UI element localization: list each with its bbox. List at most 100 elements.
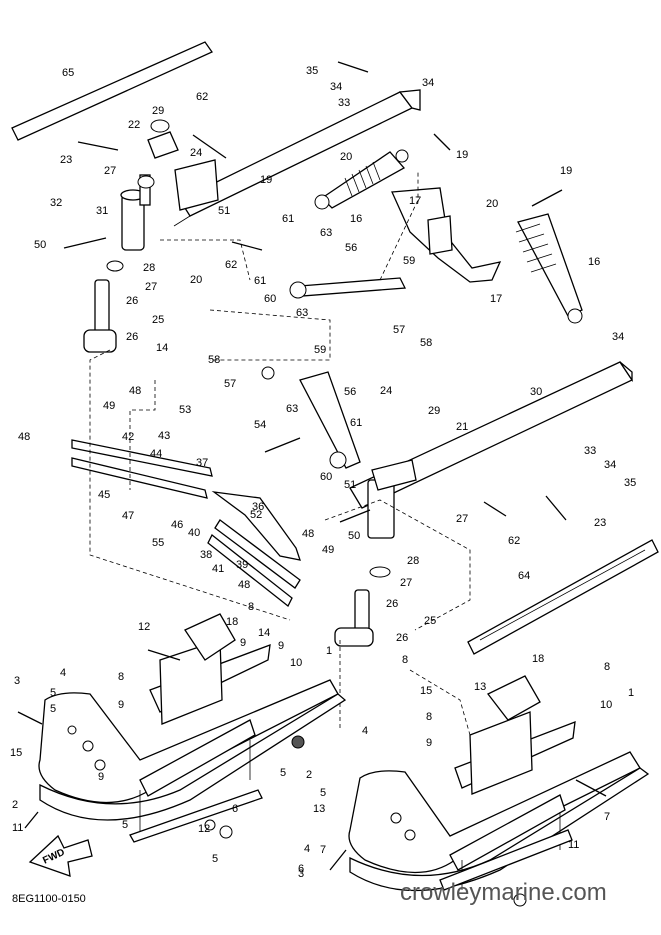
callout-54: 54 bbox=[254, 419, 266, 431]
callout-48: 48 bbox=[302, 528, 314, 540]
callout-38: 38 bbox=[200, 549, 212, 561]
callout-2: 2 bbox=[306, 769, 312, 781]
callout-60: 60 bbox=[320, 471, 332, 483]
callout-58: 58 bbox=[208, 354, 220, 366]
ski-right bbox=[348, 675, 650, 907]
shock-absorber-upper-left bbox=[314, 149, 409, 210]
callout-10: 10 bbox=[290, 657, 302, 669]
callout-8: 8 bbox=[118, 671, 124, 683]
callout-62: 62 bbox=[508, 535, 520, 547]
callout-46: 46 bbox=[171, 519, 183, 531]
callout-13: 13 bbox=[313, 803, 325, 815]
callout-11: 11 bbox=[12, 822, 23, 834]
bolts bbox=[17, 61, 607, 871]
callout-61: 61 bbox=[282, 213, 294, 225]
callout-49: 49 bbox=[322, 544, 334, 556]
callout-43: 43 bbox=[158, 430, 170, 442]
callout-14: 14 bbox=[156, 342, 168, 354]
callout-8: 8 bbox=[604, 661, 610, 673]
callout-19: 19 bbox=[456, 149, 468, 161]
callout-55: 55 bbox=[152, 537, 164, 549]
callout-37: 37 bbox=[196, 457, 208, 469]
radius-rods bbox=[71, 439, 301, 608]
callout-58: 58 bbox=[420, 337, 432, 349]
callout-62: 62 bbox=[196, 91, 208, 103]
callout-20: 20 bbox=[190, 274, 202, 286]
callout-26: 26 bbox=[386, 598, 398, 610]
callout-39: 39 bbox=[236, 559, 248, 571]
callout-16: 16 bbox=[588, 256, 600, 268]
callout-57: 57 bbox=[224, 378, 236, 390]
callout-18: 18 bbox=[226, 616, 238, 628]
callout-12: 12 bbox=[138, 621, 150, 633]
callout-44: 44 bbox=[150, 448, 162, 460]
callout-22: 22 bbox=[128, 119, 140, 131]
callout-32: 32 bbox=[50, 197, 62, 209]
callout-25: 25 bbox=[152, 314, 164, 326]
callout-63: 63 bbox=[320, 227, 332, 239]
callout-10: 10 bbox=[600, 699, 612, 711]
callout-48: 48 bbox=[18, 431, 30, 443]
callout-65: 65 bbox=[62, 67, 74, 79]
shock-absorber-upper-right bbox=[515, 213, 583, 324]
callout-5: 5 bbox=[50, 703, 56, 715]
callout-56: 56 bbox=[344, 386, 356, 398]
steering-link bbox=[261, 366, 361, 469]
callout-3: 3 bbox=[14, 675, 20, 687]
callout-27: 27 bbox=[456, 513, 468, 525]
callout-35: 35 bbox=[306, 65, 318, 77]
callout-15: 15 bbox=[420, 685, 432, 697]
callout-24: 24 bbox=[380, 385, 392, 397]
callout-9: 9 bbox=[278, 640, 284, 652]
upper-suspension-arm bbox=[173, 89, 421, 227]
callout-21: 21 bbox=[456, 421, 468, 433]
callout-5: 5 bbox=[280, 767, 286, 779]
callout-49: 49 bbox=[103, 400, 115, 412]
callout-5: 5 bbox=[320, 787, 326, 799]
callout-57: 57 bbox=[393, 324, 405, 336]
callout-51: 51 bbox=[344, 479, 356, 491]
ski-left bbox=[38, 613, 347, 843]
callout-63: 63 bbox=[286, 403, 298, 415]
callout-28: 28 bbox=[407, 555, 419, 567]
callout-26: 26 bbox=[126, 295, 138, 307]
callout-14: 14 bbox=[258, 627, 270, 639]
callout-23: 23 bbox=[594, 517, 606, 529]
callout-1: 1 bbox=[326, 645, 332, 657]
callout-24: 24 bbox=[190, 147, 202, 159]
assembly-dashed-lines bbox=[89, 170, 471, 736]
callout-5: 5 bbox=[122, 819, 128, 831]
callout-60: 60 bbox=[264, 293, 276, 305]
callout-42: 42 bbox=[122, 431, 134, 443]
callout-25: 25 bbox=[424, 615, 436, 627]
callout-62: 62 bbox=[225, 259, 237, 271]
part-65-strip bbox=[11, 41, 213, 141]
callout-4: 4 bbox=[304, 843, 310, 855]
callout-34: 34 bbox=[612, 331, 624, 343]
callout-59: 59 bbox=[403, 255, 415, 267]
callout-63: 63 bbox=[296, 307, 308, 319]
callout-50: 50 bbox=[34, 239, 46, 251]
callout-11: 11 bbox=[568, 839, 579, 851]
callout-17: 17 bbox=[490, 293, 502, 305]
lower-spindle bbox=[334, 459, 417, 647]
callout-4: 4 bbox=[362, 725, 368, 737]
callout-33: 33 bbox=[584, 445, 596, 457]
upper-spindle bbox=[120, 119, 179, 251]
callout-3: 3 bbox=[298, 868, 304, 880]
callout-7: 7 bbox=[604, 811, 610, 823]
callout-4: 4 bbox=[60, 667, 66, 679]
callout-1: 1 bbox=[628, 687, 634, 699]
callout-64: 64 bbox=[518, 570, 530, 582]
part-64-decal bbox=[467, 539, 659, 655]
callout-15: 15 bbox=[10, 747, 22, 759]
callout-28: 28 bbox=[143, 262, 155, 274]
callout-59: 59 bbox=[314, 344, 326, 356]
callout-50: 50 bbox=[348, 530, 360, 542]
callout-53: 53 bbox=[179, 404, 191, 416]
callout-35: 35 bbox=[624, 477, 636, 489]
callout-8: 8 bbox=[402, 654, 408, 666]
main-frame-rail bbox=[349, 361, 633, 509]
